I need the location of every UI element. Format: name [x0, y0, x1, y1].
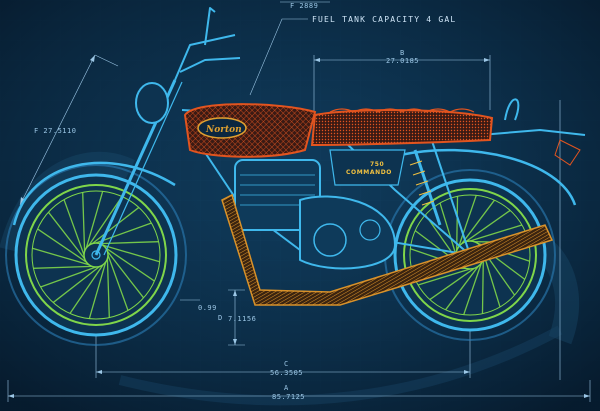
dim-top-label: F 2889 — [290, 2, 318, 10]
spoke — [463, 263, 482, 315]
spoke — [483, 254, 501, 308]
spoke — [91, 206, 140, 245]
spoke — [465, 209, 511, 243]
fuel-tank: Norton — [183, 103, 317, 158]
tank-logo: Norton — [205, 125, 242, 135]
spoke — [63, 199, 85, 256]
spoke — [88, 196, 123, 246]
spoke — [69, 264, 104, 314]
dim-wheelbase-letter: C — [284, 360, 289, 368]
spoke — [458, 195, 477, 247]
frame — [12, 7, 586, 270]
dim-overall-length: 85.7125 — [272, 393, 305, 401]
dim-wheelbase: 56.3505 — [270, 369, 303, 377]
exhaust — [221, 193, 554, 306]
spoke — [40, 266, 97, 288]
dim-ground-clearance: 7.1156 — [228, 315, 256, 323]
spoke — [469, 224, 523, 242]
spoke — [52, 265, 101, 304]
spoke — [439, 202, 457, 256]
dim-tank-letter: B — [400, 49, 405, 57]
rear-light — [554, 139, 581, 166]
spoke — [445, 265, 479, 311]
dim-tank-length: 27.0185 — [386, 57, 419, 65]
fuel-tank-callout: FUEL TANK CAPACITY 4 GAL — [312, 15, 456, 24]
spoke — [82, 192, 86, 252]
spoke — [88, 261, 107, 319]
dim-fork-length: F 27.5110 — [34, 127, 76, 135]
dim-ground-letter: D — [218, 314, 223, 322]
dim-overall-letter: A — [284, 384, 289, 392]
side-panel: 750 COMMANDO — [329, 149, 406, 186]
spoke — [481, 259, 484, 314]
spoke — [105, 247, 155, 282]
spoke — [33, 265, 93, 269]
spoke — [95, 222, 152, 244]
spoke — [417, 268, 471, 286]
spoke — [106, 250, 145, 299]
spoke — [461, 199, 495, 245]
spoke — [47, 211, 86, 260]
spoke — [32, 247, 90, 266]
spoke — [102, 244, 160, 263]
model-name: COMMANDO — [346, 169, 392, 176]
spoke — [456, 196, 459, 251]
model-number: 750 — [370, 161, 384, 168]
spoke — [37, 228, 87, 263]
spoke — [429, 267, 475, 301]
seat — [310, 108, 494, 147]
spoke — [85, 191, 104, 249]
spoke — [106, 258, 110, 318]
dim-wheel-side: 0.99 — [198, 304, 217, 312]
spoke — [107, 254, 129, 311]
dimension-arrows — [8, 55, 590, 398]
